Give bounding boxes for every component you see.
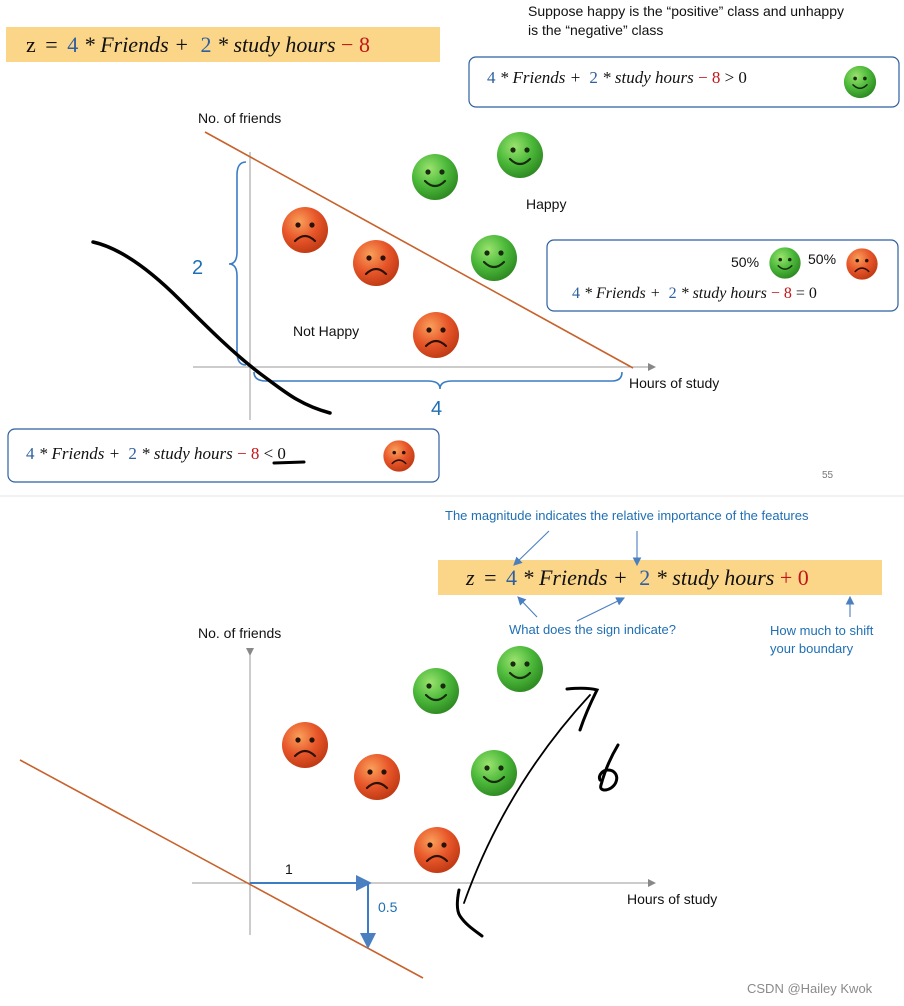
magnitude-annotation: The magnitude indicates the relative imp… bbox=[445, 508, 809, 523]
boundary-condition-box bbox=[546, 239, 899, 312]
y-axis-label: No. of friends bbox=[198, 110, 281, 126]
handwritten-glyph bbox=[598, 743, 620, 792]
happy-face-icon bbox=[411, 666, 461, 716]
page-number: 55 bbox=[822, 470, 834, 481]
x-axis-label: Hours of study bbox=[629, 375, 719, 391]
slide-1: z = 4 * Friends + 2 * study hours − 8 Su… bbox=[6, 3, 900, 483]
happy-face-icon bbox=[495, 644, 545, 694]
equation-banner bbox=[438, 560, 882, 595]
sad-face-icon bbox=[412, 825, 462, 875]
happy-face-icon bbox=[410, 152, 460, 202]
slide-2: The magnitude indicates the relative imp… bbox=[19, 508, 882, 979]
y-axis-label: No. of friends bbox=[198, 625, 281, 641]
happy-face-icon bbox=[469, 233, 519, 283]
shift-annotation: your boundary bbox=[770, 641, 854, 656]
magnitude-arrow bbox=[513, 530, 550, 566]
x-intercept-value: 4 bbox=[431, 398, 442, 420]
negative-condition-box bbox=[7, 428, 440, 483]
happy-face-icon bbox=[768, 246, 802, 280]
sad-face-icon bbox=[352, 752, 402, 802]
negative-class-note: is the “negative” class bbox=[528, 22, 663, 38]
handwritten-underline bbox=[272, 460, 306, 465]
shift-annotation: How much to shift bbox=[770, 623, 874, 638]
y-intercept-value: 2 bbox=[192, 257, 203, 279]
happy-face-icon bbox=[469, 748, 519, 798]
sad-face-icon bbox=[280, 205, 330, 255]
happy-probability: 50% bbox=[731, 254, 759, 270]
happy-face-icon bbox=[495, 130, 545, 180]
happy-region-label: Happy bbox=[526, 196, 566, 212]
sad-face-icon bbox=[845, 247, 879, 281]
y-intercept-brace bbox=[228, 161, 247, 366]
sad-face-icon bbox=[382, 439, 416, 473]
handwritten-stroke bbox=[91, 240, 332, 415]
decision-boundary-line bbox=[19, 759, 424, 979]
sign-annotation: What does the sign indicate? bbox=[509, 622, 676, 637]
positive-condition-box bbox=[468, 56, 900, 108]
sad-face-icon bbox=[280, 720, 330, 770]
sign-arrow bbox=[576, 597, 625, 622]
equation-text: z = 4 * Friends + 2 * study hours − 8 bbox=[26, 32, 370, 57]
positive-class-note: Suppose happy is the “positive” class an… bbox=[528, 3, 844, 19]
slope-rise-label: 0.5 bbox=[378, 899, 398, 915]
equation-text: z = 4 * Friends + 2 * study hours + 0 bbox=[465, 565, 809, 590]
watermark: CSDN @Hailey Kwok bbox=[747, 981, 873, 996]
sad-face-icon bbox=[411, 310, 461, 360]
slope-run-label: 1 bbox=[285, 861, 293, 877]
unhappy-probability: 50% bbox=[808, 251, 836, 267]
equation-banner bbox=[6, 27, 440, 62]
boundary-condition-text: 4 * Friends + 2 * study hours − 8 = 0 bbox=[572, 285, 817, 302]
not-happy-region-label: Not Happy bbox=[293, 323, 359, 339]
handwritten-stroke bbox=[455, 888, 484, 938]
sign-arrow bbox=[517, 596, 538, 618]
happy-face-icon bbox=[843, 65, 877, 99]
x-axis-label: Hours of study bbox=[627, 891, 717, 907]
decision-boundary-line bbox=[204, 131, 634, 369]
x-intercept-brace bbox=[253, 371, 623, 390]
sad-face-icon bbox=[351, 238, 401, 288]
handwritten-arrow-stroke bbox=[463, 694, 591, 904]
handwritten-arrowhead bbox=[565, 686, 600, 732]
negative-condition-text: 4 * Friends + 2 * study hours − 8 < 0 bbox=[26, 444, 286, 463]
positive-condition-text: 4 * Friends + 2 * study hours − 8 > 0 bbox=[487, 68, 747, 87]
